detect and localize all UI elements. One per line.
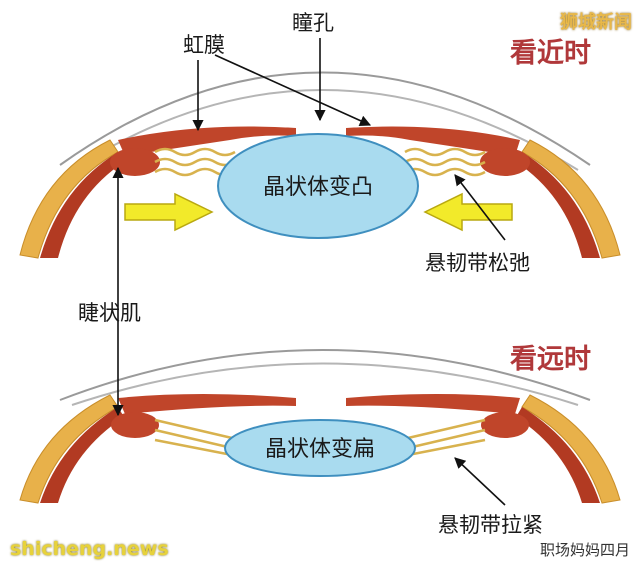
near-choroid-right [516,152,600,258]
label-pupil: 瞳孔 [292,11,334,35]
far-iris-right [346,394,520,414]
near-cornea-inner [71,89,579,171]
far-sclera-left [19,394,119,504]
near-iris-right [346,126,520,156]
watermark-top-right: 狮城新闻 [560,12,632,33]
near-arrow-left [124,192,214,232]
near-arrow-right [423,192,513,232]
near-sclera-right [521,139,621,259]
near-lens [217,133,419,239]
far-ciliary-muscle-right [481,412,529,438]
near-ciliary-muscle-right [480,148,530,176]
far-vision-panel: 晶状体变扁 看远时 [19,344,621,504]
far-iris-left [118,394,296,414]
label-iris: 虹膜 [183,33,225,57]
near-lens-label: 晶状体变凸 [263,175,373,200]
near-cornea-outer [59,71,591,166]
far-choroid-left [40,407,124,503]
pointer-lines [112,38,506,506]
far-choroid-right [516,407,600,503]
far-cornea-inner [71,362,579,406]
far-sclera-right [521,394,621,504]
watermark-bottom-right: 职场妈妈四月 [539,541,630,559]
near-choroid-left [40,152,124,258]
far-zonules [154,418,486,457]
label-zonule-tense: 悬韧带拉紧 [438,513,543,537]
near-vision-panel: 晶状体变凸 看近时 [19,38,621,259]
far-ciliary-muscle-left [111,412,159,438]
far-lens [224,419,416,477]
label-zonule-relaxed: 悬韧带松弛 [425,251,530,275]
far-cornea-outer [59,349,591,401]
label-ciliary-muscle: 睫状肌 [78,301,141,325]
watermark-bottom-left: shicheng.news [10,538,169,560]
near-sclera-left [19,139,119,259]
far-lens-label: 晶状体变扁 [265,437,375,462]
far-title: 看远时 [510,344,591,375]
near-title: 看近时 [510,38,591,69]
